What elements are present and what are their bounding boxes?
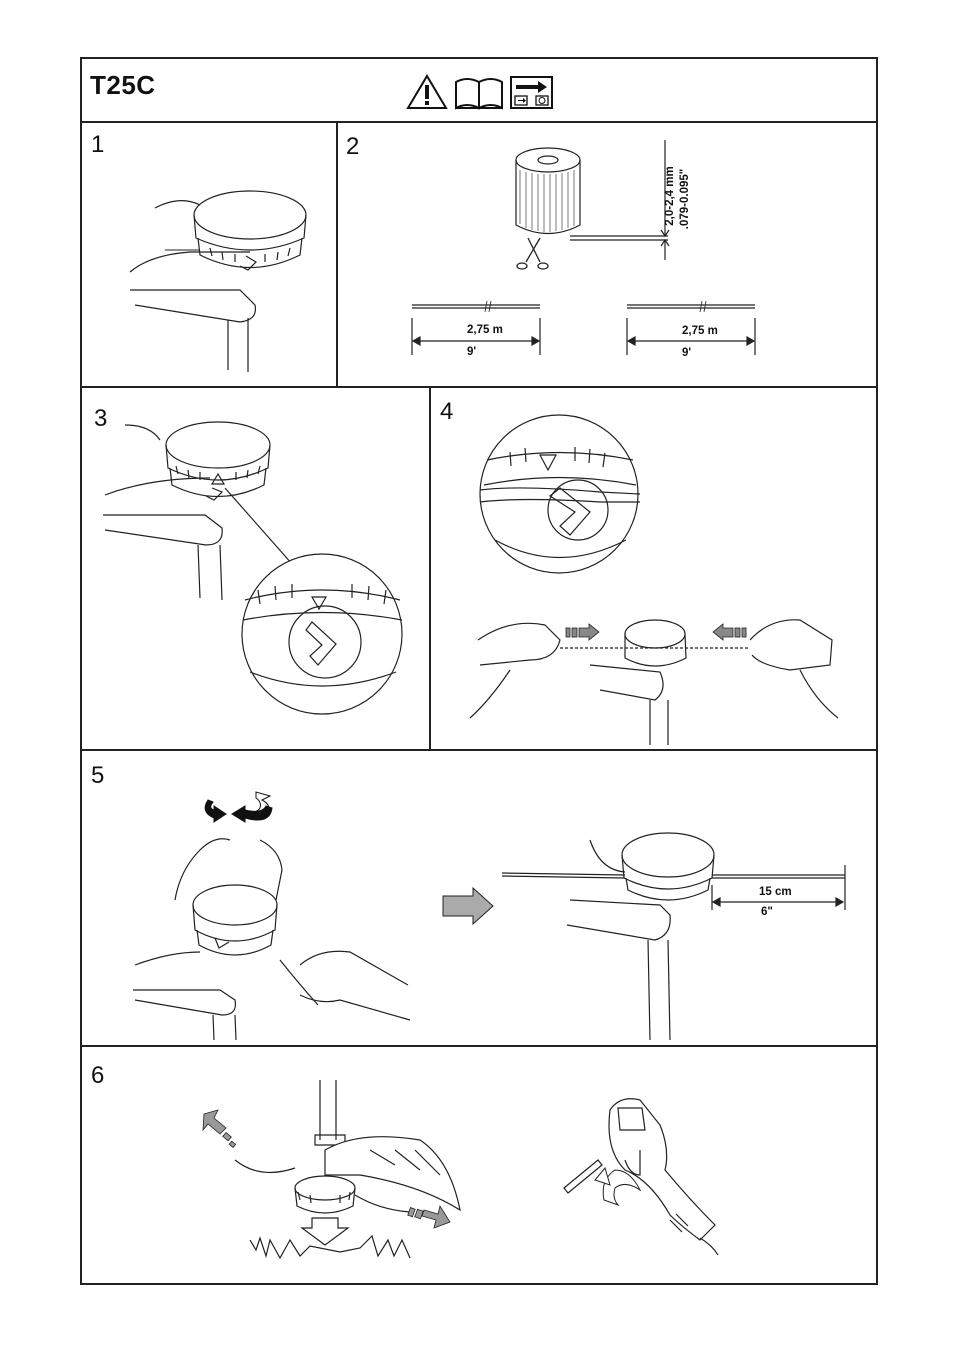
trimmer-head-illustration-3 xyxy=(103,421,403,715)
curved-arrow xyxy=(594,1166,642,1207)
throttle-handle-illustration xyxy=(563,1098,719,1256)
step-number-2: 2 xyxy=(346,133,360,160)
arrow-panel-icon xyxy=(510,76,553,109)
length-dimension-right xyxy=(626,300,756,355)
line-length-cm: 15 cm xyxy=(759,886,792,898)
down-right-arrow xyxy=(407,1204,451,1229)
instruction-sheet-frame xyxy=(80,57,878,1285)
trimmer-head-illustration-1 xyxy=(129,190,307,372)
row1-divider xyxy=(80,386,878,388)
line-length-in: 6" xyxy=(761,906,773,918)
manual-book-icon xyxy=(455,78,503,110)
step-number-1: 1 xyxy=(91,131,105,158)
insert-arrow-right xyxy=(712,623,747,641)
trimmer-head-illustration-5 xyxy=(501,832,846,1041)
line-diameter-in: .079-0.095" xyxy=(679,168,691,230)
rotate-arrows-icon xyxy=(204,791,273,823)
cut-length-right-ft: 9' xyxy=(682,347,692,359)
col-divider-row1 xyxy=(336,121,338,387)
model-title: T25C xyxy=(90,70,156,100)
col-divider-row2 xyxy=(429,386,431,750)
trimmer-head-illustration-4 xyxy=(469,414,839,745)
header-divider xyxy=(80,121,878,123)
hands-winding-illustration xyxy=(133,838,411,1041)
next-step-arrow xyxy=(442,886,494,926)
step-number-3: 3 xyxy=(94,405,108,432)
row2-divider xyxy=(80,749,878,751)
up-left-arrow xyxy=(202,1109,237,1149)
cut-length-left-ft: 9' xyxy=(467,346,477,358)
cut-length-left-m: 2,75 m xyxy=(467,324,503,336)
trimmer-cutting-illustration xyxy=(234,1080,461,1260)
step-number-4: 4 xyxy=(440,398,454,425)
insert-arrow-left xyxy=(565,623,600,641)
row3-divider xyxy=(80,1045,878,1047)
length-dimension-left xyxy=(411,300,541,355)
line-spool-illustration xyxy=(515,140,670,260)
scissors-icon xyxy=(516,237,549,270)
step-number-5: 5 xyxy=(91,762,105,789)
warning-icon xyxy=(406,74,448,109)
cut-length-right-m: 2,75 m xyxy=(682,325,718,337)
step-number-6: 6 xyxy=(91,1062,105,1089)
